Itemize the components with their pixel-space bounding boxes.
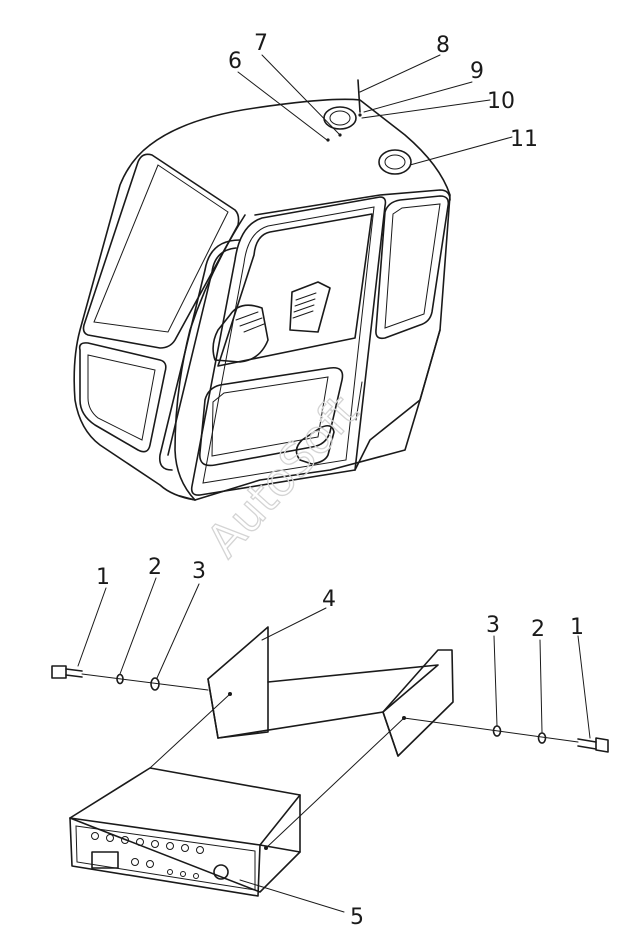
cab-seat xyxy=(212,304,269,363)
cab-door-lower-panel xyxy=(198,366,344,467)
callout-1-right: 1 xyxy=(570,615,584,640)
cab-side-window xyxy=(375,195,450,340)
lock-washer-left xyxy=(116,673,124,685)
radio-buttons xyxy=(91,832,204,879)
callout-4: 4 xyxy=(322,587,336,612)
callout-8: 8 xyxy=(436,33,450,58)
roof-speaker-rear xyxy=(378,149,412,175)
callout-2-left: 2 xyxy=(148,555,162,580)
cab-callout-leaders xyxy=(237,54,513,166)
callout-1-left: 1 xyxy=(96,565,110,590)
cab-assembly xyxy=(73,79,451,501)
cab-door-window xyxy=(217,213,373,367)
bolt-right xyxy=(595,737,609,753)
radio-bracket xyxy=(207,626,454,757)
callout-2-right: 2 xyxy=(531,617,545,642)
callout-11: 11 xyxy=(510,127,538,152)
radio-unit xyxy=(69,767,301,897)
callout-6: 6 xyxy=(228,49,242,74)
cab-callout-labels: 6 7 8 9 10 11 xyxy=(228,31,538,152)
cab-front-lower-window xyxy=(78,342,167,453)
callout-9: 9 xyxy=(470,59,484,84)
lower-callout-labels: 1 2 3 4 5 3 2 1 xyxy=(96,555,584,930)
lower-callout-leaders xyxy=(77,577,591,913)
cab-radio-unit xyxy=(289,281,331,333)
cab-front-edge xyxy=(73,144,196,501)
radio-volume-knob xyxy=(213,864,229,880)
radio-display xyxy=(91,851,119,869)
roof-speaker-front xyxy=(323,106,357,130)
cab-handrail xyxy=(158,239,241,471)
cab-front-window xyxy=(82,153,240,349)
bolt-left xyxy=(51,665,67,679)
antenna xyxy=(357,79,361,113)
callout-7: 7 xyxy=(254,31,268,56)
callout-5: 5 xyxy=(350,905,364,930)
cab-door-frame xyxy=(190,196,387,496)
cab-rear-pillar xyxy=(174,214,246,501)
left-bolt-set xyxy=(51,665,209,691)
lock-washer-right xyxy=(537,732,547,744)
callout-10: 10 xyxy=(487,89,515,114)
callout-3-right: 3 xyxy=(486,613,500,638)
right-bolt-set xyxy=(403,717,609,753)
callout-3-left: 3 xyxy=(192,559,206,584)
flat-washer-left xyxy=(150,677,160,691)
cab-door-handle xyxy=(295,424,335,465)
watermark: AutoSoft xyxy=(196,384,368,567)
